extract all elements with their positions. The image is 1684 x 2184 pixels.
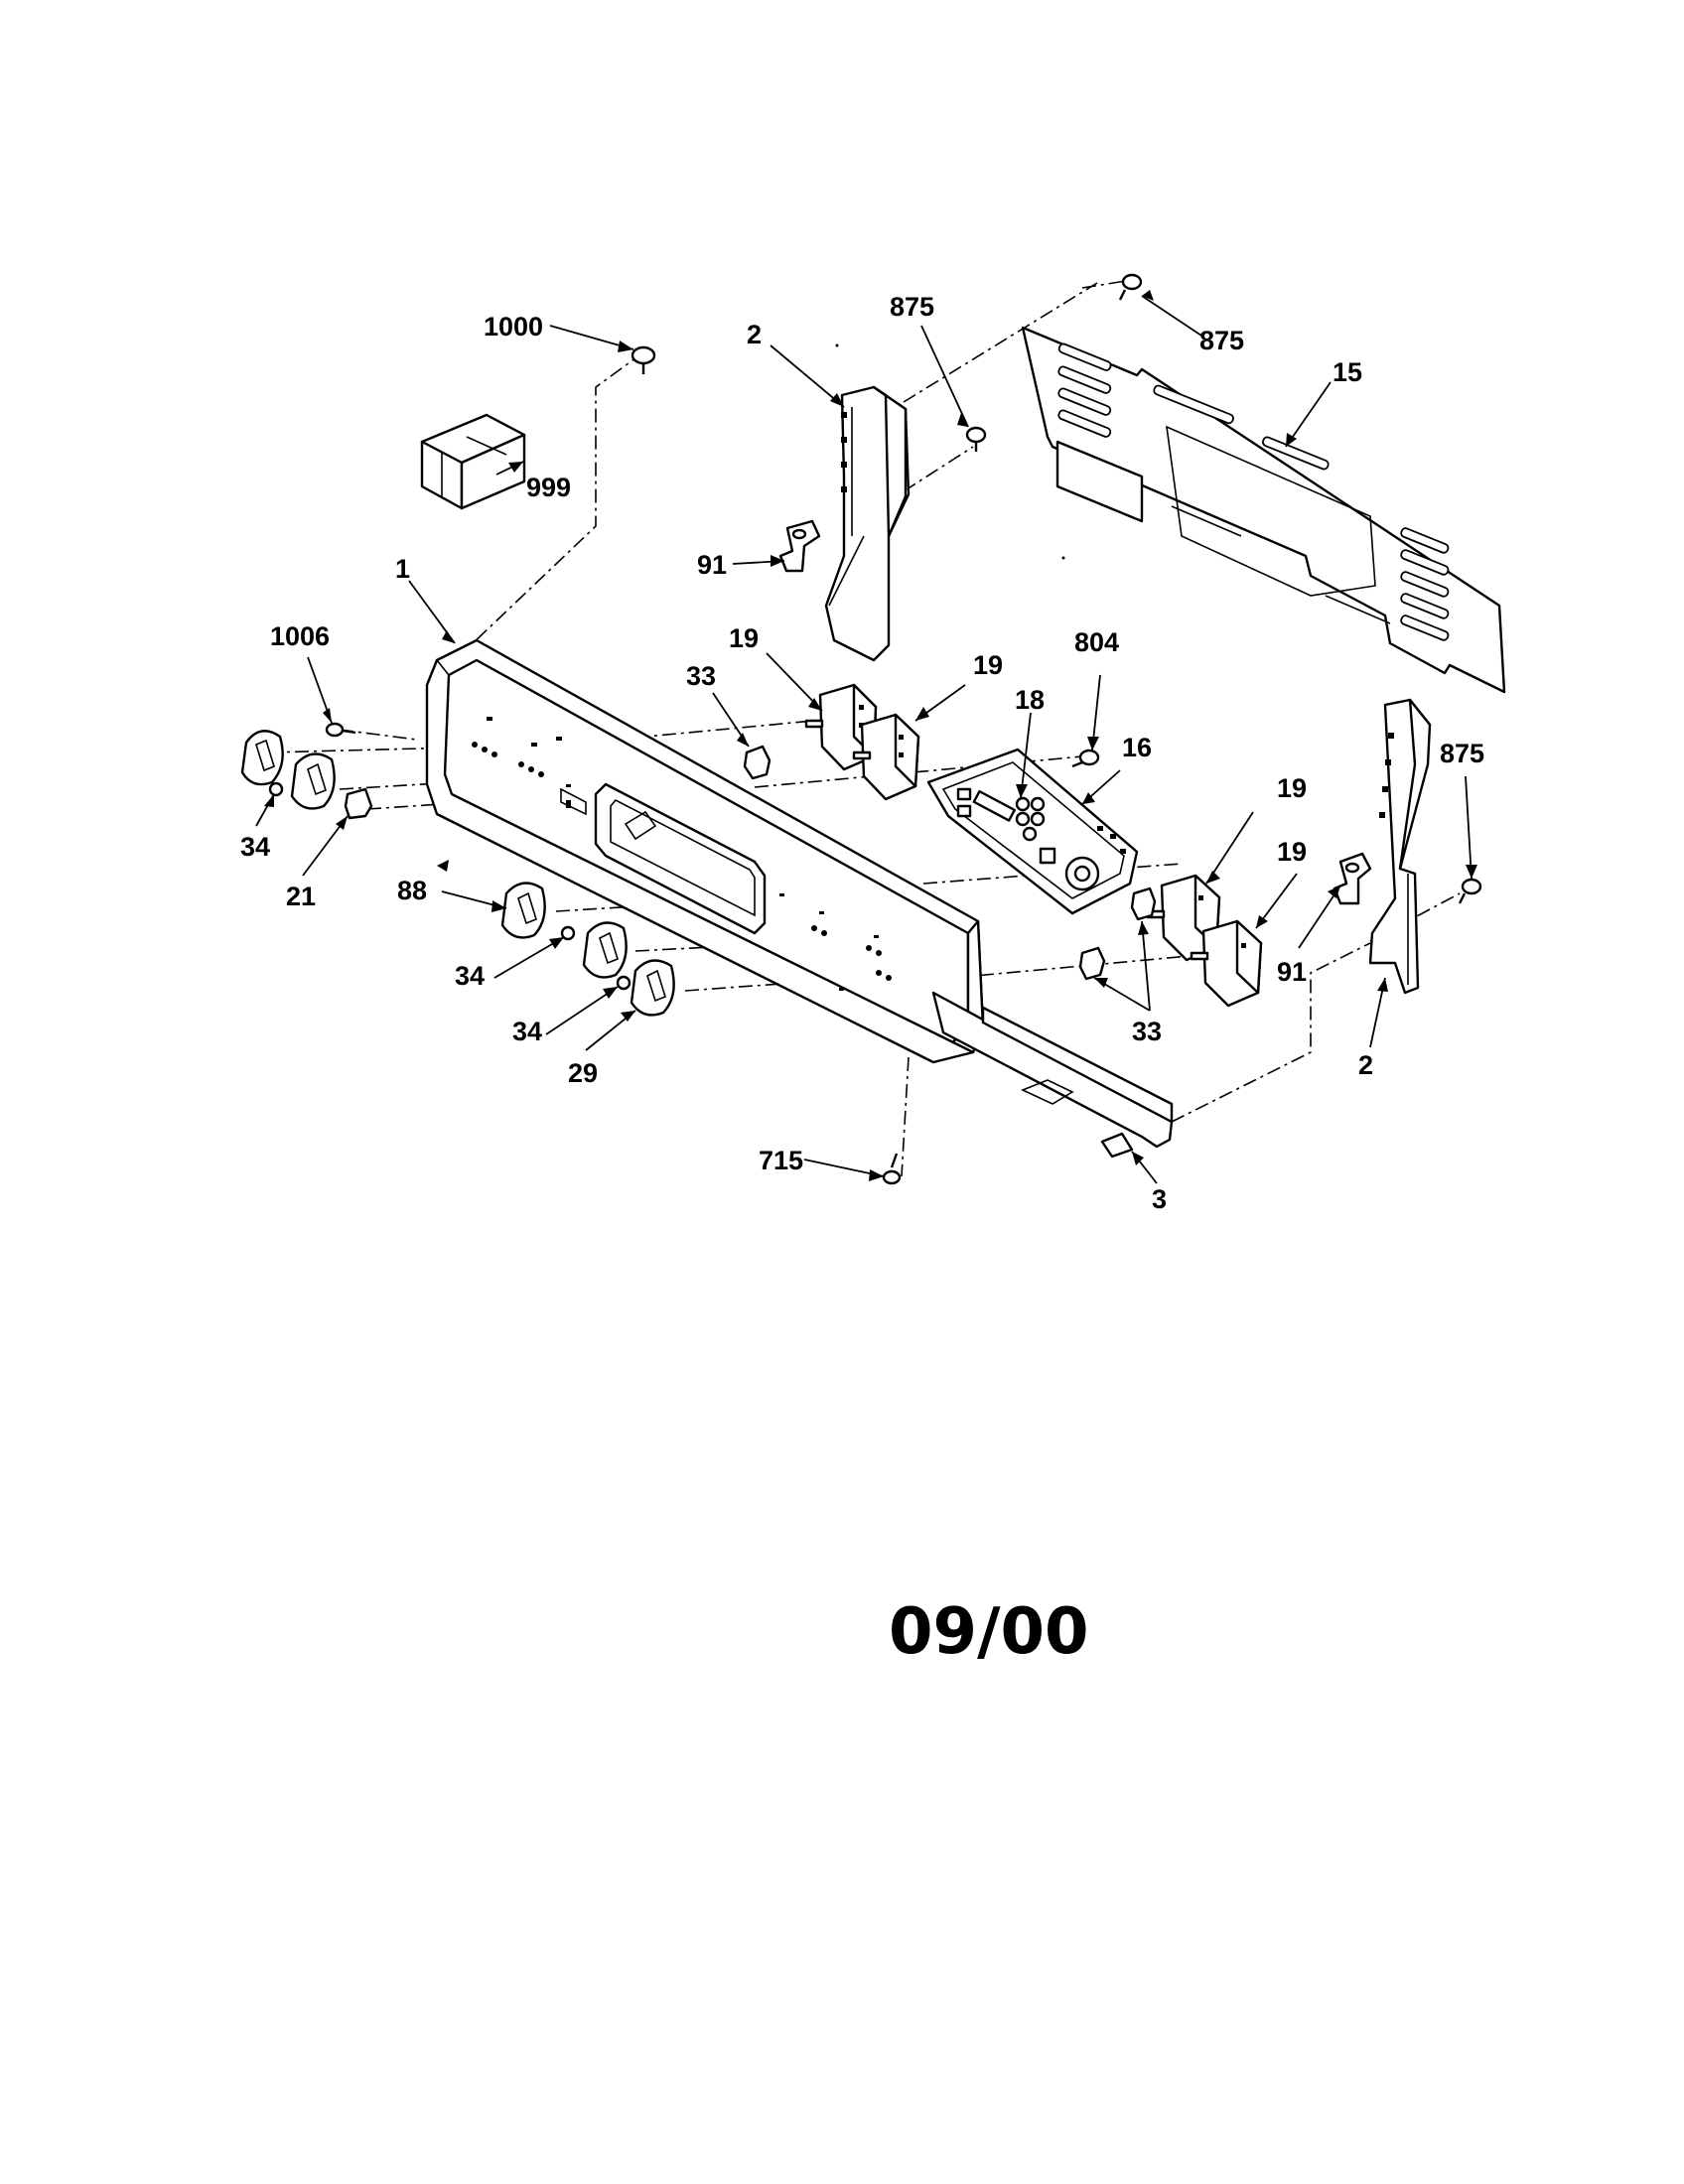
- callout-15: 15: [1333, 357, 1362, 387]
- callout-34-mid: 34: [455, 961, 485, 991]
- part-2-side-bracket-left: [824, 385, 911, 662]
- callout-33-top: 33: [686, 661, 716, 691]
- part-91-clip-right: [1333, 852, 1372, 905]
- part-91-clip-top: [778, 519, 821, 573]
- callout-2-right: 2: [1358, 1050, 1373, 1080]
- small-hardware: [268, 722, 902, 1185]
- part-15-rear-panel: [1021, 326, 1506, 694]
- callout-2-top: 2: [747, 320, 762, 349]
- callout-16: 16: [1122, 733, 1152, 762]
- callout-999: 999: [526, 473, 571, 502]
- callout-labels: 1000 999 2 875 875 15 91 1 1006 19 19 33…: [240, 292, 1484, 1214]
- callout-804: 804: [1074, 627, 1119, 657]
- part-999-literature-box: [420, 413, 526, 510]
- callout-875-b: 875: [1199, 326, 1244, 355]
- callout-91-top: 91: [697, 550, 727, 580]
- part-19-switch-c: [1146, 874, 1221, 962]
- part-1000-screw: [631, 345, 656, 374]
- knob-2: [290, 752, 336, 810]
- callout-34-low: 34: [512, 1017, 542, 1046]
- callout-715: 715: [759, 1146, 803, 1175]
- part-3-trim-strip: [931, 991, 1174, 1159]
- callout-18: 18: [1015, 685, 1045, 715]
- callout-875-c: 875: [1440, 739, 1484, 768]
- callout-1000: 1000: [484, 312, 543, 341]
- knob-1: [240, 730, 284, 786]
- callout-1006: 1006: [270, 621, 330, 651]
- callout-19-c: 19: [1277, 773, 1307, 803]
- part-19-switch-d: [1190, 919, 1263, 1008]
- part-875-screws: [965, 273, 1482, 904]
- date-code: 09/00: [889, 1595, 1089, 1669]
- knob-88: [500, 882, 546, 939]
- arrowheads: [264, 290, 1477, 1181]
- callout-875-a: 875: [890, 292, 934, 322]
- part-2-side-bracket-right: [1368, 698, 1432, 995]
- callout-34-left: 34: [240, 832, 270, 862]
- part-19-switch-b: [852, 713, 920, 801]
- callout-19-a: 19: [729, 623, 759, 653]
- part-33-clips: [743, 745, 1157, 981]
- part-16-clock-control: [926, 748, 1139, 915]
- callout-88: 88: [397, 876, 427, 905]
- callout-21: 21: [286, 882, 316, 911]
- callout-1: 1: [395, 554, 410, 584]
- part-804-screw: [1071, 749, 1100, 768]
- callout-91-right: 91: [1277, 957, 1307, 987]
- knobs: [240, 730, 675, 1017]
- callout-19-d: 19: [1277, 837, 1307, 867]
- knob-3: [582, 921, 628, 979]
- callout-29: 29: [568, 1058, 598, 1088]
- part-1-control-panel: [425, 638, 985, 1064]
- callout-19-b: 19: [973, 650, 1003, 680]
- callout-33-right: 33: [1132, 1017, 1162, 1046]
- knob-29: [630, 959, 675, 1017]
- callout-3: 3: [1152, 1184, 1167, 1214]
